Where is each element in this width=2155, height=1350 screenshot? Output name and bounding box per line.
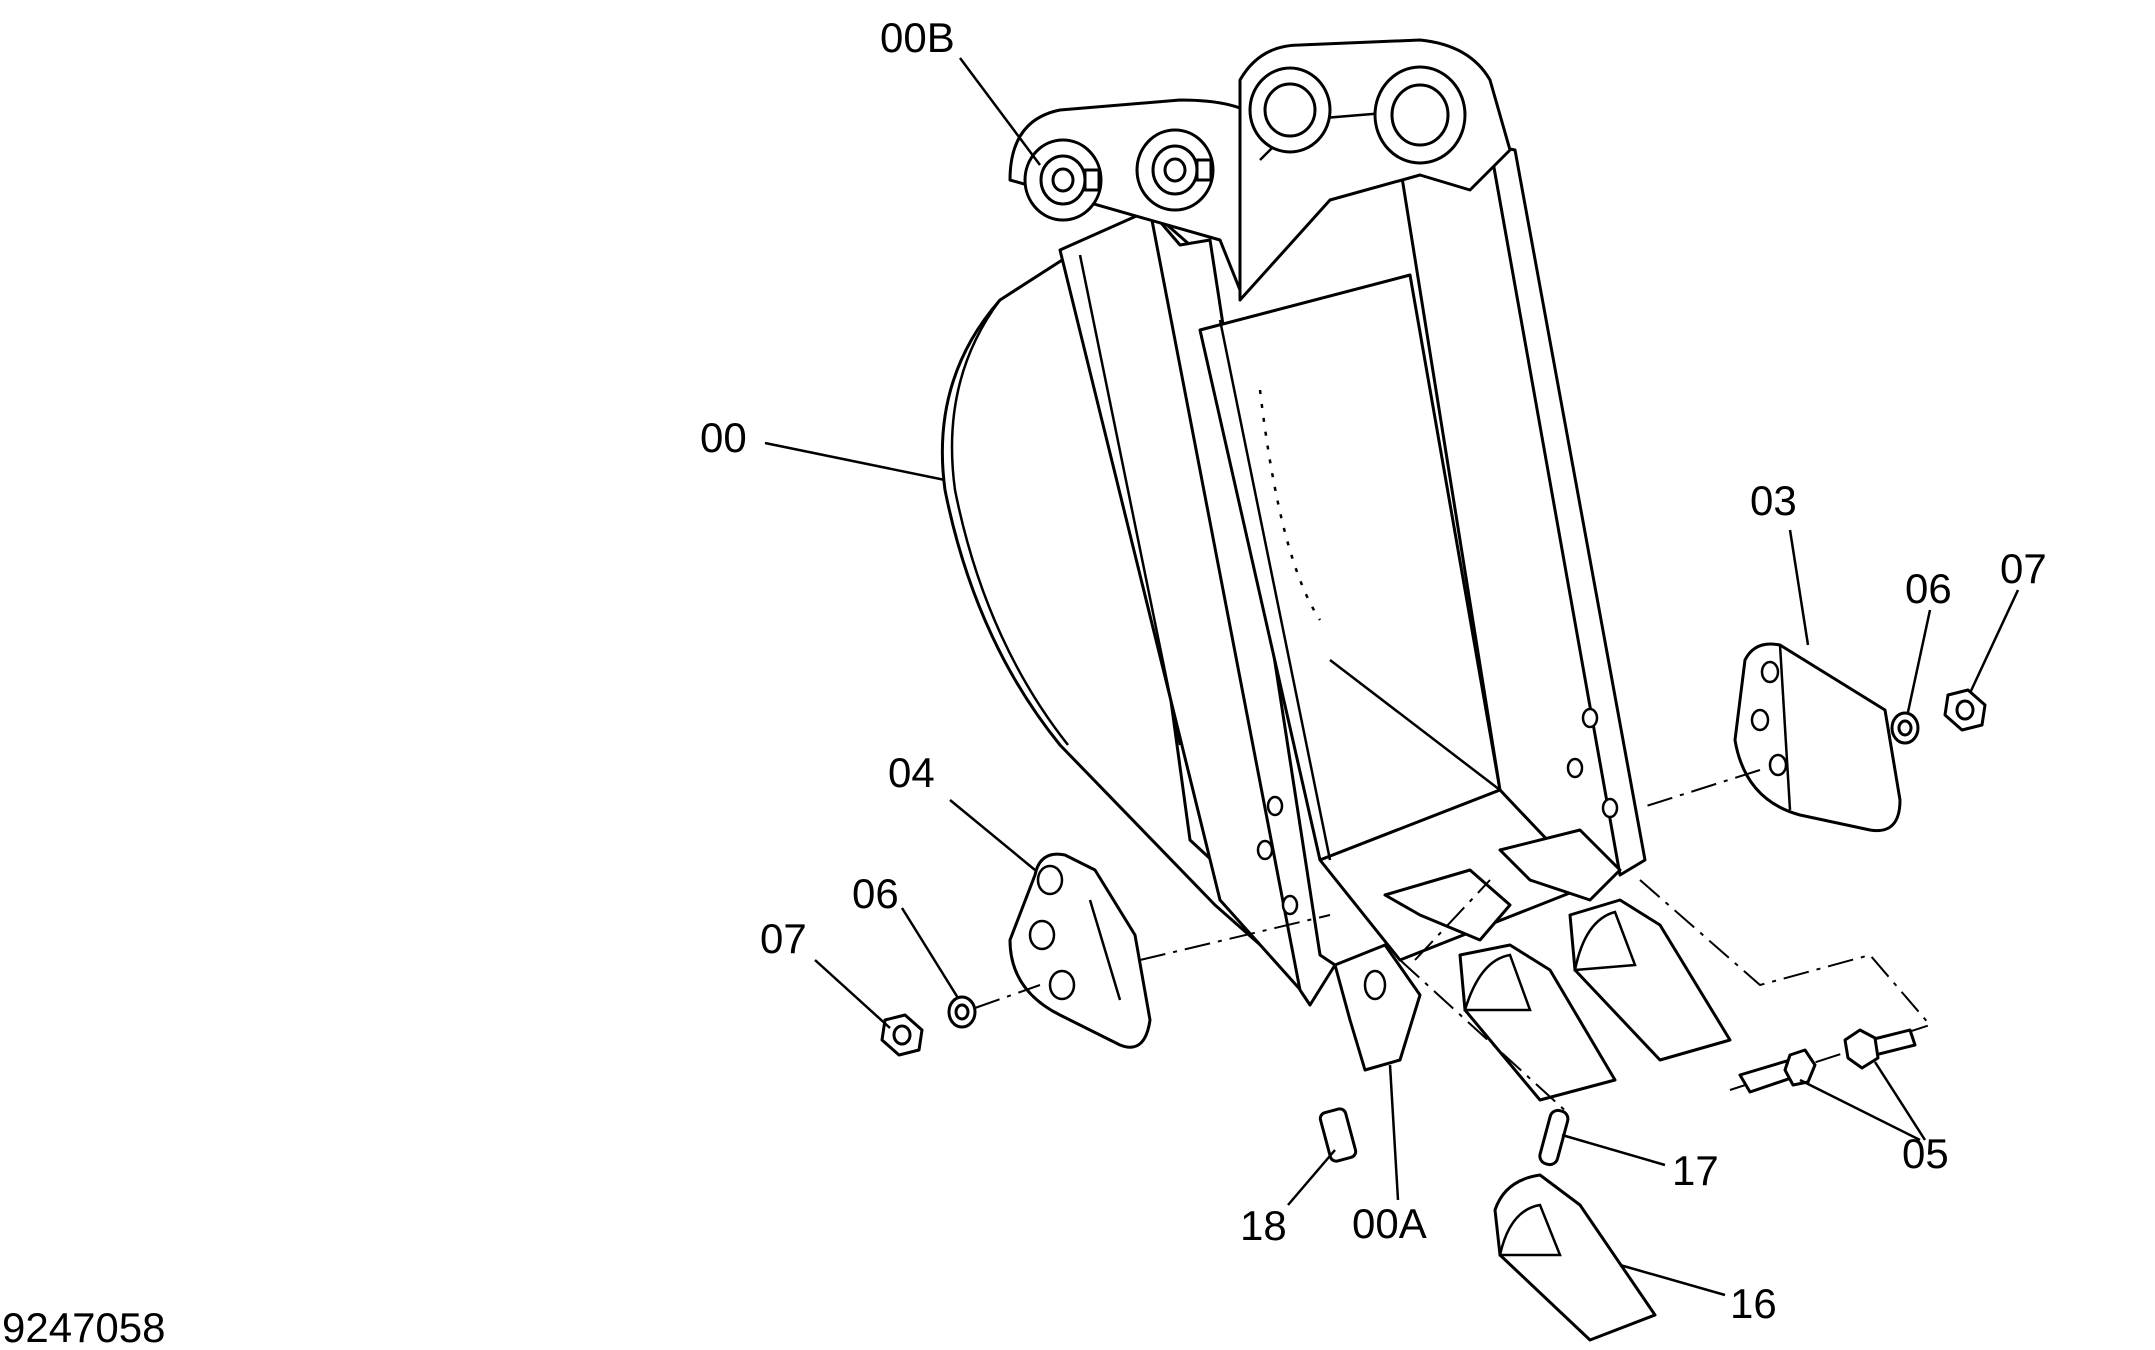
washer-06-right <box>1890 711 1920 745</box>
callout-00a: 00A <box>1352 1200 1427 1247</box>
callout-00b: 00B <box>880 14 955 61</box>
callout-06-left: 06 <box>852 870 899 917</box>
bolts-05 <box>1738 1028 1917 1094</box>
adapter-00a <box>1333 943 1422 1072</box>
leader-lines <box>764 57 2020 1297</box>
callout-06-right: 06 <box>1905 565 1952 612</box>
callout-05: 05 <box>1902 1130 1949 1177</box>
callout-04: 04 <box>888 749 935 796</box>
pin-17 <box>1538 1108 1570 1167</box>
side-cutter-03 <box>1639 642 1902 833</box>
callout-07-left: 07 <box>760 915 807 962</box>
callout-07-right: 07 <box>2000 545 2047 592</box>
washer-06-left <box>947 984 1041 1029</box>
bucket-body <box>940 143 1647 1007</box>
callout-03: 03 <box>1750 477 1797 524</box>
retainer-18 <box>1318 1107 1358 1163</box>
drawing-number: 9247058 <box>2 1304 166 1345</box>
nut-07-left <box>880 1013 924 1057</box>
mounting-bracket <box>1008 38 1512 302</box>
nut-07-right <box>1943 688 1987 732</box>
callout-18: 18 <box>1240 1202 1287 1249</box>
tooth-16 <box>1493 1173 1657 1342</box>
callout-17: 17 <box>1672 1147 1719 1194</box>
callout-16: 16 <box>1730 1280 1777 1327</box>
teeth-assembly <box>1318 828 1932 1342</box>
side-cutter-04 <box>1008 852 1331 1049</box>
callout-00: 00 <box>700 414 747 461</box>
